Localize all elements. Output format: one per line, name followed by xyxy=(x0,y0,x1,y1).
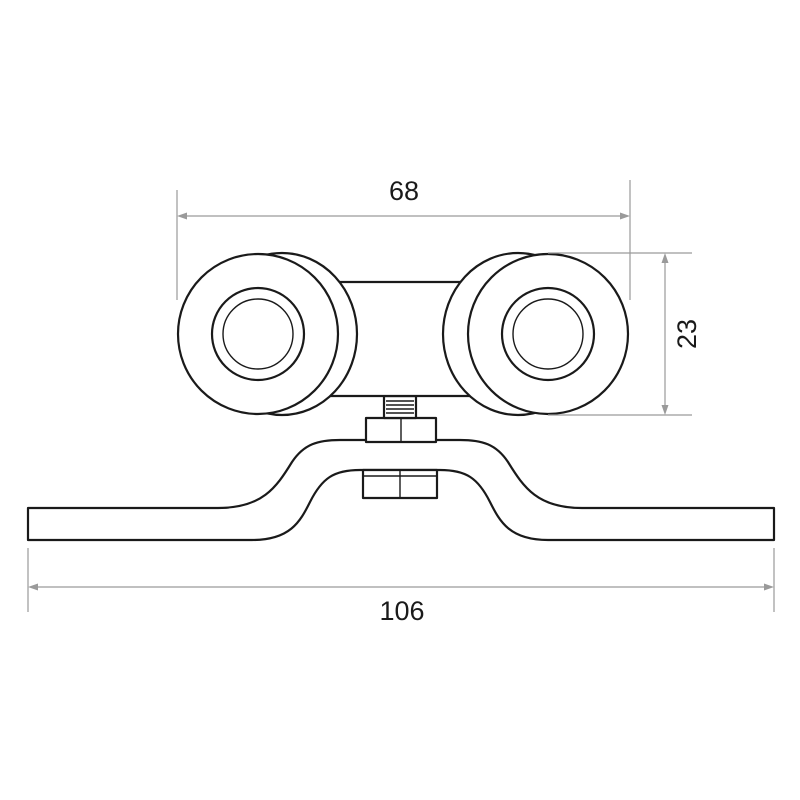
left-wheel xyxy=(176,251,359,417)
carriage-width-label: 68 xyxy=(389,176,419,206)
upper-nut xyxy=(364,416,438,444)
wheel-height-label: 23 xyxy=(672,319,702,349)
right-wheel xyxy=(441,251,630,417)
overall-width-label: 106 xyxy=(379,596,424,626)
lower-nut xyxy=(361,468,439,500)
threaded-bolt xyxy=(382,394,418,420)
dimension-overall-width: 106 xyxy=(27,548,775,626)
base-plate xyxy=(26,438,776,542)
dimension-wheel-height: 23 xyxy=(548,252,702,416)
dimension-carriage-width: 68 xyxy=(176,176,631,300)
